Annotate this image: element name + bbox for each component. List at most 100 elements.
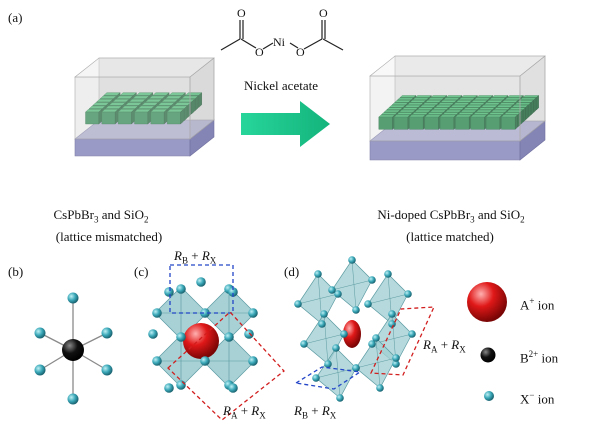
left-substrate-front bbox=[74, 138, 191, 157]
x-ion-sphere bbox=[67, 292, 79, 304]
x-ion-sphere bbox=[228, 287, 238, 297]
right-formula-b: and SiO bbox=[474, 207, 521, 222]
x-ion-sphere bbox=[300, 340, 308, 348]
x-ion-sphere bbox=[148, 329, 158, 339]
dim-r1: R bbox=[423, 337, 431, 352]
legend-b-sup: 2+ bbox=[528, 349, 539, 359]
dim-r1: R bbox=[174, 248, 182, 263]
x-ion-sphere bbox=[372, 334, 380, 342]
legend-a-ion-sphere bbox=[467, 282, 507, 322]
dim-r2: R bbox=[201, 248, 210, 263]
o-atom-right: O bbox=[296, 45, 305, 59]
right-glass-side bbox=[519, 55, 546, 142]
right-formula-sub-b: 2 bbox=[520, 214, 525, 225]
cube-side bbox=[523, 107, 526, 123]
cube-side bbox=[191, 98, 195, 115]
cube-side bbox=[198, 92, 202, 108]
dim-plus: + bbox=[437, 337, 452, 352]
dim-r2: R bbox=[251, 403, 260, 418]
x-ion-sphere bbox=[101, 364, 113, 376]
x-ion-sphere bbox=[101, 327, 113, 339]
dim-label-d-right: RA + RX bbox=[423, 337, 466, 358]
dim-plus: + bbox=[237, 403, 252, 418]
ni-atom: Ni bbox=[273, 35, 285, 49]
left-glass-front bbox=[74, 76, 191, 140]
dim-s2: X bbox=[259, 410, 266, 421]
legend-a-sup: + bbox=[529, 296, 535, 306]
left-formula-sub-a: 3 bbox=[93, 214, 99, 225]
cube-side bbox=[194, 95, 199, 112]
a-ion-sphere bbox=[343, 320, 361, 348]
legend-x-ion-sphere bbox=[484, 391, 494, 401]
legend-b-ion-sphere bbox=[480, 347, 496, 363]
dim-label-c-bottom: RA + RX bbox=[223, 403, 266, 424]
legend-x-sup: − bbox=[529, 390, 535, 400]
octahedron-edge bbox=[355, 357, 397, 369]
x-ion-sphere bbox=[67, 393, 79, 405]
b-ion-sphere bbox=[62, 339, 84, 361]
octahedron-edge bbox=[297, 293, 339, 305]
right-substrate-front bbox=[369, 140, 521, 161]
x-ion-sphere bbox=[384, 270, 392, 278]
reagent-name: Nickel acetate bbox=[244, 78, 318, 93]
x-ion-sphere bbox=[176, 380, 186, 390]
octahedron-edge bbox=[335, 347, 341, 399]
perovskite-lattice-front bbox=[148, 264, 285, 421]
x-ion-sphere bbox=[196, 277, 206, 287]
legend-b-base: B bbox=[520, 350, 529, 366]
x-ion-sphere bbox=[248, 308, 258, 318]
dim-s2: X bbox=[459, 344, 466, 355]
panel-label-d: (d) bbox=[284, 264, 300, 279]
left-glass-side bbox=[189, 57, 215, 140]
x-ion-sphere bbox=[314, 270, 322, 278]
legend-a-ion-label: A+ ion bbox=[520, 293, 554, 313]
x-ion-sphere bbox=[200, 356, 210, 366]
blue-dashed-parallelogram bbox=[294, 366, 362, 390]
left-film-illustration bbox=[74, 57, 215, 157]
x-ion-sphere bbox=[248, 356, 258, 366]
cube-side bbox=[520, 109, 523, 125]
x-ion-sphere bbox=[340, 330, 348, 338]
x-ion-sphere bbox=[224, 332, 234, 342]
legend-x-rest: ion bbox=[534, 391, 555, 407]
x-ion-sphere bbox=[336, 394, 344, 402]
x-ion-sphere bbox=[152, 356, 162, 366]
perovskite-lattice-tilted bbox=[294, 256, 436, 402]
x-ion-sphere bbox=[318, 320, 326, 328]
dim-r1: R bbox=[294, 403, 302, 418]
right-film-formula: Ni-doped CsPbBr3 and SiO2 bbox=[377, 207, 524, 228]
x-ion-sphere bbox=[392, 354, 400, 362]
legend-b-ion-label: B2+ ion bbox=[520, 346, 558, 366]
right-cube-array bbox=[378, 95, 540, 130]
right-glass-top bbox=[369, 55, 546, 77]
right-formula-sub-a: 3 bbox=[470, 214, 475, 225]
dim-s1: B bbox=[301, 410, 308, 421]
red-dashed-square bbox=[167, 311, 285, 421]
right-formula-a: Ni-doped CsPbBr bbox=[377, 207, 471, 222]
dim-s1: A bbox=[230, 410, 238, 421]
x-ion-sphere bbox=[408, 330, 416, 338]
x-ion-sphere bbox=[388, 320, 396, 328]
coordination-octahedron bbox=[34, 292, 113, 405]
left-formula-sub-b: 2 bbox=[143, 214, 149, 225]
octahedron-edge bbox=[375, 337, 381, 389]
cube-side bbox=[531, 99, 534, 116]
left-formula-a: CsPbBr bbox=[53, 207, 94, 222]
red-dashed-parallelogram bbox=[370, 306, 436, 376]
a-ion-sphere bbox=[183, 323, 219, 359]
x-ion-sphere bbox=[368, 276, 376, 284]
panel-label-a: (a) bbox=[8, 10, 23, 25]
legend-x-base: X bbox=[520, 391, 530, 407]
x-ion-sphere bbox=[164, 287, 174, 297]
x-ion-sphere bbox=[164, 383, 174, 393]
x-ion-sphere bbox=[348, 256, 356, 264]
dim-r1: R bbox=[223, 403, 231, 418]
carbonyl-o-right-text: O bbox=[319, 6, 328, 20]
dim-s1: A bbox=[430, 344, 438, 355]
dim-label-d-bottom: RB + RX bbox=[294, 403, 336, 424]
x-ion-sphere bbox=[334, 290, 342, 298]
x-ion-sphere bbox=[328, 286, 336, 294]
dim-label-c-top: RB + RX bbox=[174, 248, 216, 269]
panel-label-c: (c) bbox=[134, 264, 149, 279]
